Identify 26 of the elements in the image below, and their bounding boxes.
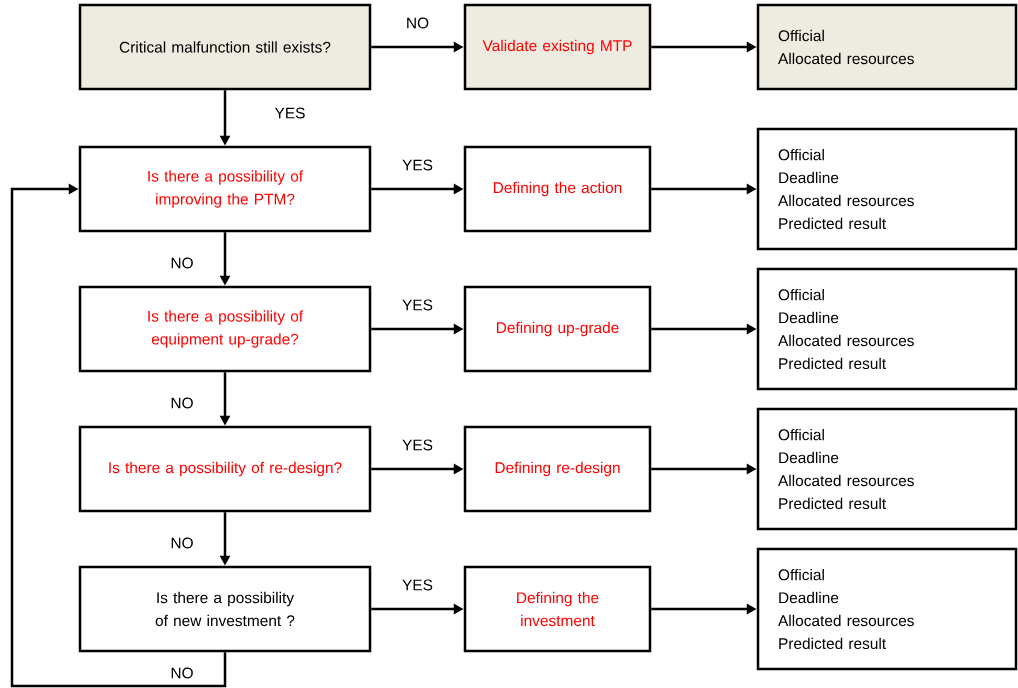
decision-box: Is there a possibility of re-design? [78, 425, 372, 513]
edge-label: YES [401, 438, 434, 452]
edge-label: YES [401, 578, 434, 592]
edge-label: YES [273, 106, 307, 120]
edge-label: NO [169, 396, 195, 410]
decision-box: Is there a possibility of improving the PTM? [78, 145, 372, 233]
list-box: Official Allocated resources [756, 3, 1018, 91]
process-box: Defining re-design [463, 425, 652, 513]
edge-label: YES [401, 298, 434, 312]
process-box: Defining the action [463, 145, 652, 233]
decision-box: Is there a possibility of new investment ? [78, 565, 372, 653]
arrow [10, 183, 227, 688]
list-box: Official Deadline Allocated resources Predicted result [756, 407, 1018, 531]
list-box: Official Deadline Allocated resources Predicted result [756, 547, 1018, 671]
edge-label: NO [169, 536, 195, 550]
process-box: Defining up-grade [463, 285, 652, 373]
list-box: Official Deadline Allocated resources Predicted result [756, 267, 1018, 391]
edge-label: NO [404, 16, 431, 30]
process-box: Validate existing MTP [463, 3, 652, 91]
edge-label: YES [401, 158, 434, 172]
decision-box: Critical malfunction still exists? [78, 3, 372, 91]
list-box: Official Deadline Allocated resources Predicted result [756, 127, 1018, 251]
edge-label: NO [169, 256, 195, 270]
process-box: Defining the investment [463, 565, 652, 653]
decision-box: Is there a possibility of equipment up-grade? [78, 285, 372, 373]
edge-label: NO [169, 666, 195, 680]
